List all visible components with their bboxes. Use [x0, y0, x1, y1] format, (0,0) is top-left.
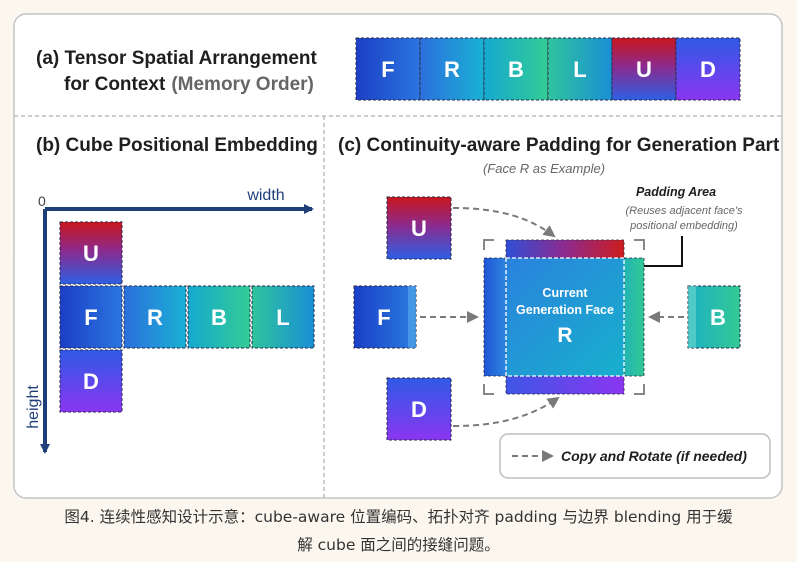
panel-a-title-line1: (a) Tensor Spatial Arrangement	[36, 48, 318, 69]
padding-area-title: Padding Area	[636, 185, 716, 199]
strip-cell-l	[547, 37, 613, 101]
net-face-b	[187, 285, 251, 349]
strip-label-6: D	[700, 57, 716, 82]
neighbor-b-edge	[688, 286, 696, 348]
panel-c-subtitle: (Face R as Example)	[483, 161, 605, 176]
strip-label-5: U	[636, 57, 652, 82]
padding-area-note-1: (Reuses adjacent face's	[625, 205, 743, 217]
strip-cell-f	[355, 37, 421, 101]
strip-cell-u	[611, 37, 677, 101]
strip-label-4: L	[573, 57, 586, 82]
current-face-line1: Current	[542, 286, 588, 300]
panel-b-title: (b) Cube Positional Embedding	[36, 135, 318, 156]
neighbor-label-u: U	[411, 216, 427, 241]
padding-strip-left	[483, 257, 507, 377]
panel-c-title: (c) Continuity-aware Padding for Generat…	[338, 135, 780, 156]
neighbor-label-b: B	[710, 305, 726, 330]
net-face-f	[59, 285, 123, 349]
net-face-u	[59, 221, 123, 285]
copy-arrow-bottom	[452, 396, 560, 427]
width-axis-label: width	[246, 187, 284, 204]
caption-line-2: 解 cube 面之间的接缝问题。	[297, 536, 500, 554]
strip-label-2: R	[444, 57, 460, 82]
figure-caption: 图4. 连续性感知设计示意：cube-aware 位置编码、拓扑对齐 paddi…	[0, 503, 797, 562]
current-face-core	[505, 257, 625, 377]
current-face-line2: Generation Face	[516, 303, 614, 317]
legend-label: Copy and Rotate (if needed)	[561, 448, 747, 464]
strip-cell-b	[483, 37, 549, 101]
net-label-b: B	[211, 305, 227, 330]
panel-a-title-suffix: (Memory Order)	[171, 74, 314, 95]
strip-label-1: F	[381, 57, 394, 82]
padding-strip-bottom	[505, 375, 625, 395]
panel-a-title-main: for Context	[64, 74, 166, 95]
neighbor-face-d: D	[386, 377, 452, 441]
padding-callout-line	[642, 236, 683, 267]
neighbor-face-f: F	[353, 285, 417, 349]
neighbor-label-f: F	[377, 305, 390, 330]
figure-panel: (a) Tensor Spatial Arrangement for Conte…	[12, 12, 784, 500]
net-label-f: F	[84, 305, 97, 330]
legend-box: Copy and Rotate (if needed)	[499, 433, 771, 479]
neighbor-face-b: B	[687, 285, 741, 349]
current-face-label: R	[557, 324, 572, 347]
net-label-u: U	[83, 241, 99, 266]
diagram-svg: (a) Tensor Spatial Arrangement for Conte…	[13, 13, 783, 499]
padding-strip-right	[623, 257, 645, 377]
strip-label-3: B	[508, 57, 524, 82]
padding-strip-top	[505, 239, 625, 259]
padding-corner-brackets	[483, 239, 645, 395]
net-face-d	[59, 349, 123, 413]
neighbor-face-u: U	[386, 196, 452, 260]
copy-arrow-top	[452, 207, 556, 238]
memory-order-strip: F R B L U D	[355, 37, 741, 101]
current-generation-face: Current Generation Face R	[483, 239, 645, 395]
net-face-l	[251, 285, 315, 349]
origin-label: 0	[38, 193, 46, 209]
panel-a-title-line2: for Context(Memory Order)	[64, 74, 314, 95]
net-face-r	[123, 285, 187, 349]
net-label-d: D	[83, 369, 99, 394]
strip-cell-d	[675, 37, 741, 101]
neighbor-label-d: D	[411, 397, 427, 422]
height-axis-label: height	[25, 385, 42, 429]
net-label-l: L	[276, 305, 289, 330]
net-label-r: R	[147, 305, 163, 330]
padding-area-note-2: positional embedding)	[629, 220, 738, 232]
cube-net: U F R B L D	[59, 221, 315, 413]
neighbor-f-edge	[408, 286, 416, 348]
caption-line-1: 图4. 连续性感知设计示意：cube-aware 位置编码、拓扑对齐 paddi…	[64, 508, 733, 526]
